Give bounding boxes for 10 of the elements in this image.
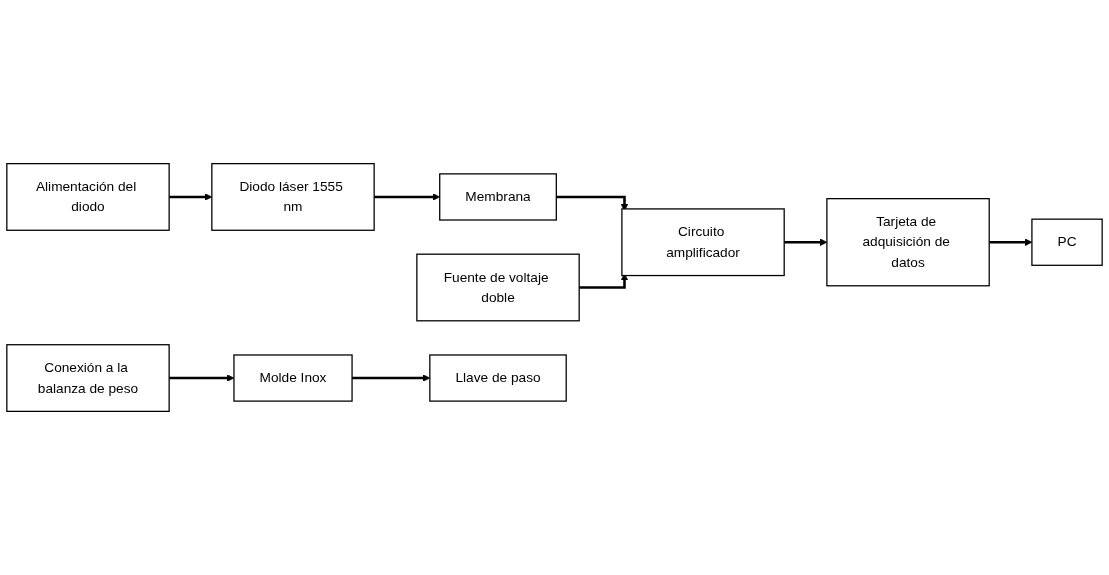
node-box: Tarjeta de adquisición de datos [826, 198, 990, 287]
node-box: Molde Inox [233, 354, 353, 402]
node-box: Membrana [439, 173, 557, 221]
node-box: Llave de paso [429, 354, 567, 402]
node-box: PC [1031, 218, 1103, 266]
node-box: Circuito amplificador [621, 208, 785, 277]
node-box: Conexión a la balanza de peso [6, 344, 170, 412]
node-box: Fuente de voltaje doble [416, 253, 580, 322]
node-box: Diodo láser 1555 nm [211, 163, 375, 231]
node-box: Alimentación del diodo [6, 163, 170, 231]
